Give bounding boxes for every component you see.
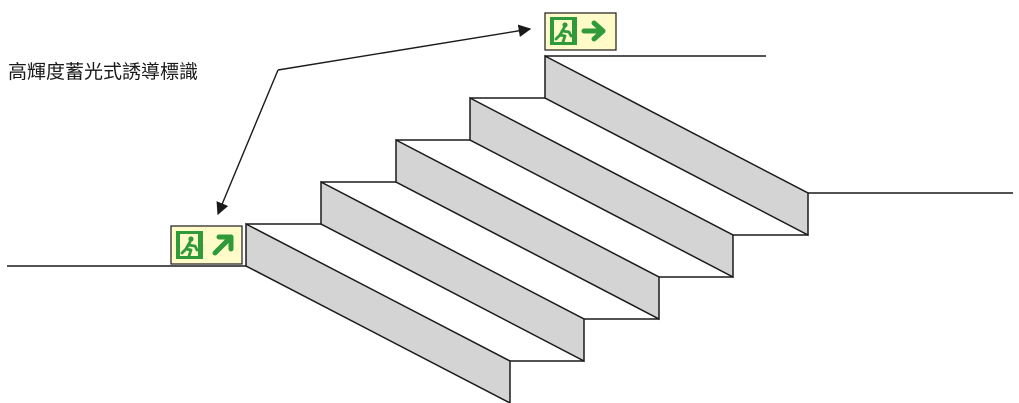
lower-exit-sign [170, 225, 243, 265]
running-man-exit-icon [176, 231, 203, 259]
upper-exit-sign [544, 12, 617, 51]
right-arrow-icon [581, 20, 606, 42]
up-right-arrow-icon [212, 234, 234, 256]
leader-line-upper [277, 24, 532, 71]
stair-risers [245, 54, 809, 403]
stair-treads [246, 97, 808, 362]
running-man-exit-icon [550, 17, 577, 45]
annotation-label: 高輝度蓄光式誘導標識 [8, 61, 198, 83]
leader-line-lower [216, 69, 279, 216]
riser-1 [245, 222, 511, 403]
